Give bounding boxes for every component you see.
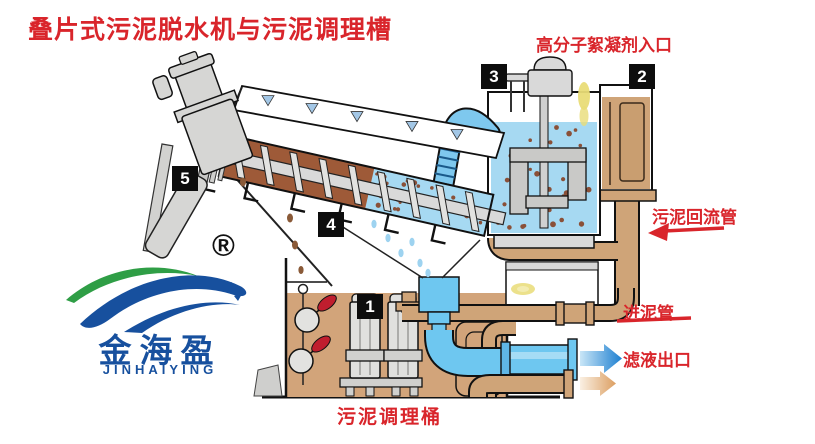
cake-drops [240, 177, 304, 274]
sludge-inlet-pipe [395, 288, 635, 322]
bottom-sludge-pipe [468, 369, 574, 399]
flocculant-drop [578, 82, 590, 126]
mixer-motor [505, 56, 573, 112]
marker-5: 5 [172, 166, 198, 191]
logo-en: JINHAIYING [102, 362, 218, 377]
spray-nozzles [261, 95, 464, 141]
label-flocculant-inlet: 高分子絮凝剂入口 [536, 36, 672, 55]
inlet-underline [616, 316, 692, 323]
label-sludge-inlet-pipe: 进泥管 [623, 304, 674, 323]
page-title: 叠片式污泥脱水机与污泥调理槽 [28, 16, 393, 44]
filtrate-drops [334, 219, 481, 279]
storage-column [595, 84, 657, 202]
marker-1: 1 [357, 294, 383, 319]
marker-4: 4 [318, 212, 344, 237]
sludge-arrow [580, 371, 616, 396]
filtrate-arrow [580, 344, 622, 373]
return-arrow [648, 223, 725, 241]
label-conditioning-tank: 污泥调理桶 [337, 407, 443, 428]
marker-3: 3 [481, 64, 507, 89]
inlet-valve [555, 301, 595, 326]
logo-cn: 金海盈 [98, 332, 222, 369]
drive-motor [152, 50, 254, 176]
discharge-chute [144, 171, 208, 259]
logo-waves-icon [66, 267, 247, 333]
tank-drain-pipe [481, 320, 516, 397]
float-valves [288, 294, 337, 374]
mixing-tank-stand [505, 261, 599, 311]
registered-mark: ® [212, 228, 235, 263]
label-filtrate-outlet: 滤液出口 [623, 351, 691, 370]
label-sludge-return-pipe: 污泥回流管 [652, 208, 737, 227]
filtrate-pipe [424, 330, 578, 381]
logo: 金海盈 JINHAIYING [55, 250, 265, 390]
collection-funnel [418, 276, 460, 333]
marker-2: 2 [629, 64, 655, 89]
